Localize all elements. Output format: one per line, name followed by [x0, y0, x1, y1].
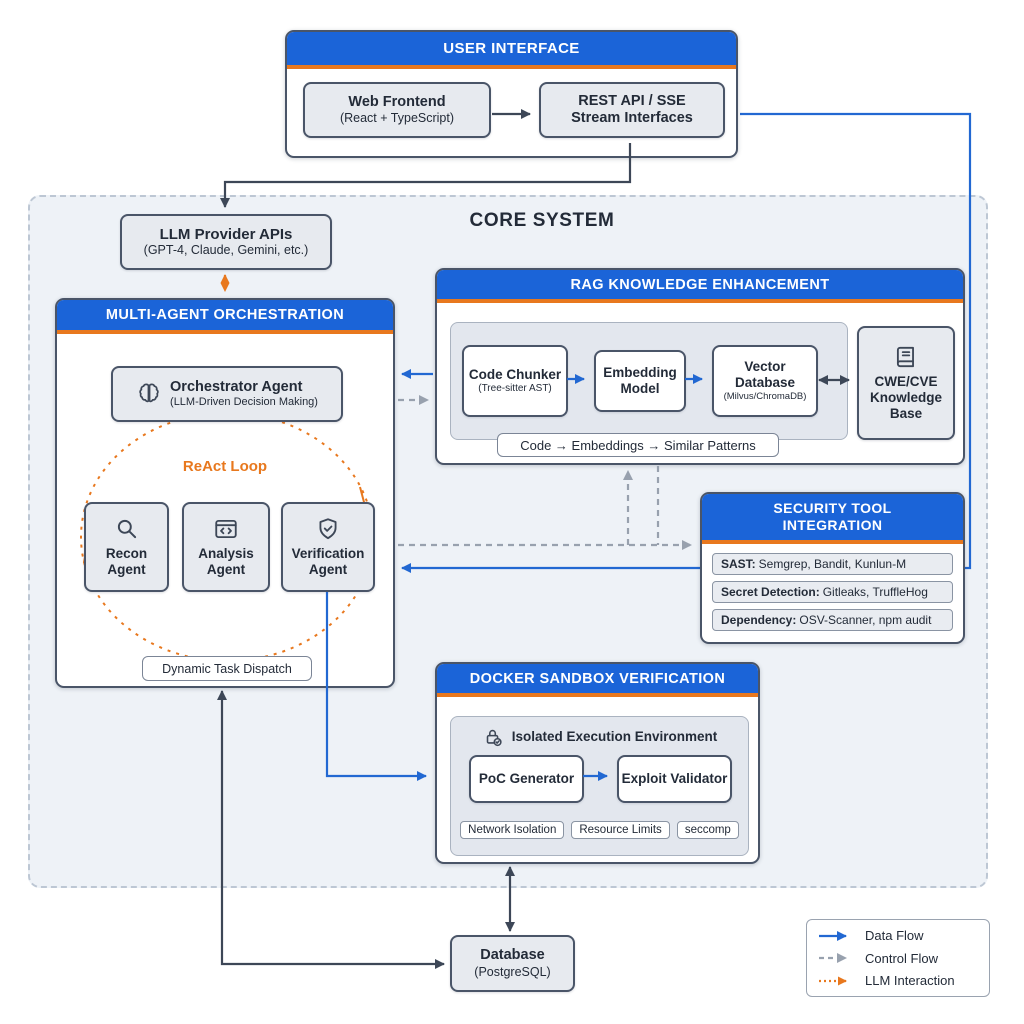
security-row-dependency: Dependency:OSV-Scanner, npm audit	[712, 609, 953, 632]
llm-provider-subtitle: (GPT-4, Claude, Gemini, etc.)	[143, 243, 309, 258]
security-title-line1: SECURITY TOOL	[773, 499, 892, 516]
sandbox-title: DOCKER SANDBOX VERIFICATION	[469, 670, 726, 687]
legend-llm-interaction-label: LLM Interaction	[865, 973, 955, 988]
security-row-sast: SAST:Semgrep, Bandit, Kunlun-M	[712, 553, 953, 576]
isolated-env-titlebar: Isolated Execution Environment	[451, 726, 748, 748]
llm-interaction-arrow-sample	[819, 976, 847, 985]
security-row-sast-value: Semgrep, Bandit, Kunlun-M	[758, 557, 907, 571]
multi-agent-orchestration-section: MULTI-AGENT ORCHESTRATION ReAct Loop Orc…	[55, 298, 395, 688]
data-flow-arrow-sample	[819, 930, 847, 941]
orchestrator-subtitle: (LLM-Driven Decision Making)	[170, 395, 318, 408]
embedding-model-box: Embedding Model	[594, 350, 686, 412]
shield-check-icon	[319, 518, 337, 540]
llm-provider-title: LLM Provider APIs	[159, 225, 293, 243]
badge-resource-limits: Resource Limits	[571, 821, 670, 839]
user-interface-title: USER INTERFACE	[443, 40, 580, 57]
security-row-secrets-label: Secret Detection:	[721, 585, 820, 600]
vector-database-box: Vector Database (Milvus/ChromaDB)	[712, 345, 818, 417]
orchestration-title: MULTI-AGENT ORCHESTRATION	[105, 307, 345, 323]
verification-agent-box: Verification Agent	[281, 502, 375, 592]
analysis-agent-label: Analysis Agent	[198, 546, 254, 577]
docker-sandbox-section: DOCKER SANDBOX VERIFICATION Isolated Exe…	[435, 662, 760, 864]
orchestrator-title: Orchestrator Agent	[170, 378, 303, 395]
orchestration-header: MULTI-AGENT ORCHESTRATION	[57, 300, 393, 334]
security-row-dependency-label: Dependency:	[721, 613, 797, 628]
security-row-sast-label: SAST:	[721, 557, 756, 571]
orchestrator-agent-box: Orchestrator Agent (LLM-Driven Decision …	[111, 366, 343, 422]
database-subtitle: (PostgreSQL)	[474, 964, 551, 979]
vector-database-subtitle: (Milvus/ChromaDB)	[723, 391, 807, 403]
rest-api-box: REST API / SSE Stream Interfaces	[539, 82, 725, 138]
embedding-model-title: Embedding Model	[603, 365, 677, 396]
poc-generator-box: PoC Generator	[469, 755, 584, 803]
llm-provider-apis-box: LLM Provider APIs (GPT-4, Claude, Gemini…	[120, 214, 332, 270]
cwe-cve-knowledge-box: CWE/CVE Knowledge Base	[857, 326, 955, 440]
security-title-line2: INTEGRATION	[782, 517, 883, 533]
legend-row-data-flow: Data Flow	[817, 928, 979, 943]
sandbox-header: DOCKER SANDBOX VERIFICATION	[437, 664, 758, 697]
database-box: Database (PostgreSQL)	[450, 935, 575, 992]
dynamic-task-dispatch-label: Dynamic Task Dispatch	[162, 661, 292, 676]
legend-box: Data Flow Control Flow LLM Interaction	[806, 919, 990, 997]
book-icon	[896, 346, 914, 368]
exploit-validator-box: Exploit Validator	[617, 755, 732, 803]
brain-icon	[139, 383, 159, 403]
sandbox-badges-row: Network Isolation Resource Limits seccom…	[451, 821, 748, 839]
react-loop-label: ReAct Loop	[182, 458, 268, 475]
recon-agent-box: Recon Agent	[84, 502, 169, 592]
sandbox-env-panel: Isolated Execution Environment PoC Gener…	[450, 716, 749, 856]
rest-api-line2: Stream Interfaces	[571, 110, 693, 126]
poc-generator-label: PoC Generator	[478, 771, 575, 787]
user-interface-section: USER INTERFACE Web Frontend (React + Typ…	[285, 30, 738, 158]
rag-pipeline-note: Code → Embeddings → Similar Patterns	[520, 437, 756, 453]
badge-network-isolation: Network Isolation	[460, 821, 565, 839]
control-flow-arrow-sample	[819, 953, 847, 963]
rag-header: RAG KNOWLEDGE ENHANCEMENT	[437, 270, 963, 303]
react-loop-graphic	[80, 412, 374, 662]
web-frontend-box: Web Frontend (React + TypeScript)	[303, 82, 491, 138]
code-chunker-title: Code Chunker	[468, 367, 562, 383]
rag-knowledge-section: RAG KNOWLEDGE ENHANCEMENT Code Chunker (…	[435, 268, 965, 465]
vector-database-title: Vector Database	[734, 359, 796, 391]
code-chunker-subtitle: (Tree-sitter AST)	[478, 382, 552, 394]
security-row-dependency-value: OSV-Scanner, npm audit	[799, 613, 932, 628]
isolated-env-title: Isolated Execution Environment	[511, 729, 718, 745]
web-frontend-subtitle: (React + TypeScript)	[339, 111, 455, 126]
web-frontend-title: Web Frontend	[348, 93, 446, 110]
dynamic-task-dispatch-pill: Dynamic Task Dispatch	[142, 656, 312, 681]
legend-row-llm-interaction: LLM Interaction	[817, 973, 979, 988]
rag-title: RAG KNOWLEDGE ENHANCEMENT	[570, 276, 830, 293]
exploit-validator-label: Exploit Validator	[621, 771, 728, 787]
legend-row-control-flow: Control Flow	[817, 951, 979, 966]
code-chunker-box: Code Chunker (Tree-sitter AST)	[462, 345, 568, 417]
recon-agent-label: Recon Agent	[105, 546, 148, 577]
badge-seccomp: seccomp	[676, 821, 739, 839]
rag-pipeline-note-pill: Code → Embeddings → Similar Patterns	[497, 433, 779, 457]
security-row-secrets-value: Gitleaks, TruffleHog	[822, 585, 928, 600]
security-row-secrets: Secret Detection:Gitleaks, TruffleHog	[712, 581, 953, 604]
security-tools-section: SECURITY TOOL INTEGRATION SAST:Semgrep, …	[700, 492, 965, 644]
verification-agent-label: Verification Agent	[291, 546, 365, 577]
core-system-label: CORE SYSTEM	[469, 210, 615, 231]
rest-api-line1: REST API / SSE	[578, 92, 686, 109]
analysis-agent-box: Analysis Agent	[182, 502, 270, 592]
lock-check-icon	[486, 729, 502, 747]
code-window-icon	[215, 520, 237, 539]
security-header: SECURITY TOOL INTEGRATION	[702, 494, 963, 544]
user-interface-header: USER INTERFACE	[287, 32, 736, 69]
legend-control-flow-label: Control Flow	[865, 950, 938, 966]
magnifier-icon	[117, 520, 136, 539]
legend-data-flow-label: Data Flow	[865, 928, 924, 943]
database-title: Database	[480, 947, 545, 964]
cwe-cve-title: CWE/CVE Knowledge Base	[869, 374, 942, 421]
